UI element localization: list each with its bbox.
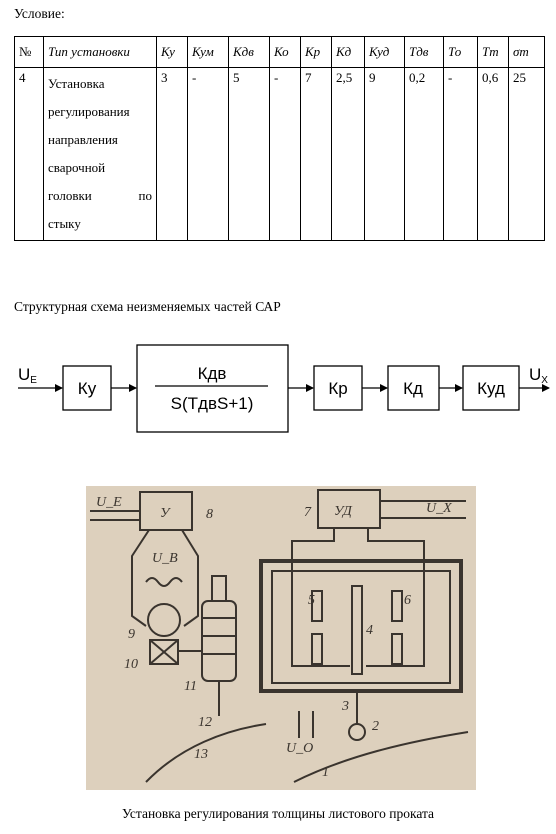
table-row: 4 Установка регулирования направления св… [14, 67, 545, 241]
block-diagram: UE Ку Кдв S(TдвS+1) Кр Кд Куд UX [18, 344, 550, 433]
condition-label: Условие: [14, 6, 65, 21]
cell-tdv: 0,2 [404, 67, 444, 241]
block-kud [462, 365, 520, 411]
label-1: 1 [322, 765, 329, 780]
cell-type: Установка регулирования направления свар… [43, 67, 157, 241]
output-signal-label: UX [529, 365, 548, 386]
label-uo: U_O [286, 741, 313, 756]
label-13: 13 [194, 747, 208, 762]
block-kdv [136, 344, 289, 433]
label-6: 6 [404, 593, 411, 608]
type-line: Установка [48, 76, 105, 91]
header-kd: Кд [331, 36, 365, 68]
cell-tt: 0,6 [477, 67, 509, 241]
label-3: 3 [341, 699, 349, 714]
cell-kum: - [187, 67, 229, 241]
cell-kud: 9 [364, 67, 405, 241]
label-ux: U_X [426, 501, 452, 516]
header-kdv: Кдв [228, 36, 270, 68]
schema-label: Структурная схема неизменяемых частей СА… [14, 299, 281, 314]
label-amp: У [160, 506, 171, 521]
header-sigma-t: σт [508, 36, 545, 68]
block-kdv-numerator: Кдв [198, 364, 227, 383]
block-kdv-denominator: S(TдвS+1) [171, 394, 254, 413]
label-ud: УД [334, 504, 353, 519]
cell-ku: 3 [156, 67, 188, 241]
header-ko: Ко [269, 36, 301, 68]
header-tt: Тт [477, 36, 509, 68]
block-kd-label: Кд [403, 379, 423, 398]
table-header-row: № Тип установки Ку Кум Кдв Ко Кр Кд Куд … [14, 36, 545, 68]
label-7: 7 [304, 505, 312, 520]
cell-number: 4 [14, 67, 44, 241]
header-kr: Кр [300, 36, 332, 68]
header-kud: Куд [364, 36, 405, 68]
photo-background [86, 486, 476, 790]
header-number: № [14, 36, 44, 68]
label-2: 2 [372, 719, 379, 734]
type-line: стыку [48, 216, 81, 231]
header-to: То [443, 36, 478, 68]
installation-sketch: U_E У 8 U_B 7 УД U_X 5 6 4 9 10 11 12 13… [86, 486, 476, 790]
label-5: 5 [308, 593, 315, 608]
type-line: регулирования [48, 104, 130, 119]
block-kr [313, 365, 363, 411]
header-ku: Ку [156, 36, 188, 68]
label-11: 11 [184, 679, 197, 694]
label-ub: U_B [152, 551, 178, 566]
cell-kdv: 5 [228, 67, 270, 241]
cell-kd: 2,5 [331, 67, 365, 241]
cell-to: - [443, 67, 478, 241]
label-9: 9 [128, 627, 135, 642]
cell-sigma-t: 25 [508, 67, 545, 241]
input-signal-label: UE [18, 365, 37, 386]
type-line: сварочной [48, 160, 106, 175]
label-8: 8 [206, 507, 213, 522]
figure-caption: Установка регулирования толщины листовог… [121, 806, 435, 821]
header-type: Тип установки [43, 36, 157, 68]
label-12: 12 [198, 715, 212, 730]
block-kd [387, 365, 440, 411]
block-kud-label: Куд [477, 379, 505, 398]
block-kr-label: Кр [328, 379, 347, 398]
label-ue: U_E [96, 495, 122, 510]
type-line: направления [48, 132, 118, 147]
parameters-table: № Тип установки Ку Кум Кдв Ко Кр Кд Куд … [14, 36, 545, 241]
cell-kr: 7 [300, 67, 332, 241]
label-10: 10 [124, 657, 138, 672]
cell-ko: - [269, 67, 301, 241]
label-4: 4 [366, 623, 373, 638]
header-tdv: Тдв [404, 36, 444, 68]
block-ku-label: Ку [78, 379, 97, 398]
header-kum: Кум [187, 36, 229, 68]
type-line: головки по [48, 188, 152, 203]
